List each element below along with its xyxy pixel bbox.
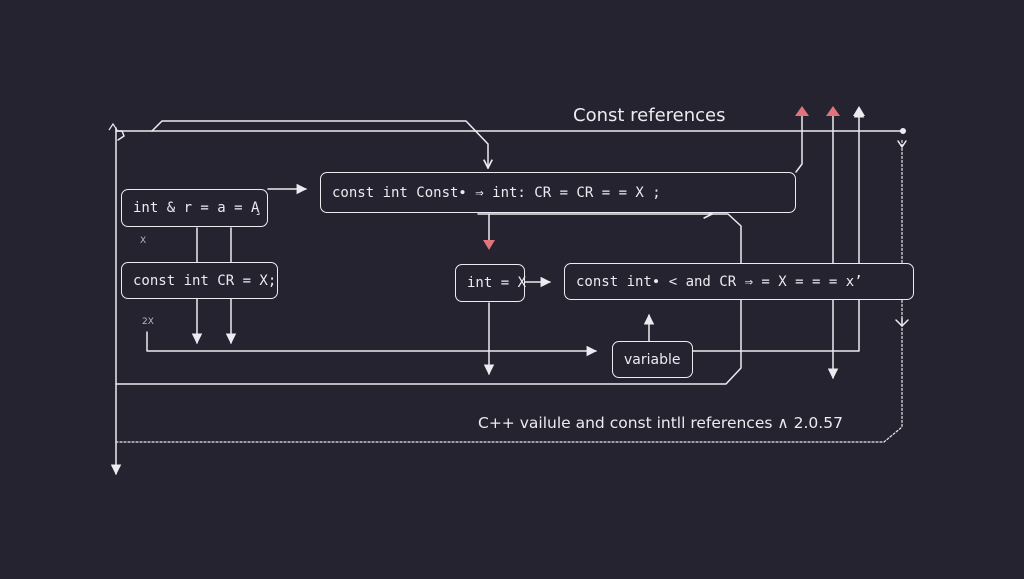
node-variable-label: variable [624,351,681,368]
annotation-2x: 2X [142,317,154,327]
top-right-node [899,127,907,135]
node-ref-decl: int & r = a = A̧ [121,189,268,227]
chevron-top-left [108,122,118,131]
plain-arrowhead-top [853,106,865,116]
accent-arrowhead-2 [826,106,840,116]
annotation-glyph-left: X [140,236,147,246]
left-bracket [115,130,125,141]
accent-arrowhead-1 [795,106,809,116]
node-ref-decl-label: int & r = a = A̧ [133,200,260,216]
top-route-to-chain [151,120,488,168]
node-int-x: int = X [455,264,527,302]
diagram-title: Const references [573,105,726,126]
route-chain-up-accent [795,107,803,173]
node-const-chain-label: const int Const∙ ⇒ int: CR = CR = = X ; [332,184,661,201]
node-const-chain: const int Const∙ ⇒ int: CR = CR = = X ; [320,172,796,213]
route-variable-right [692,106,865,352]
node-const-decl: const int CR = X; [121,262,278,299]
diagram-caption: C++ vailule and const intll references ∧… [478,414,843,432]
outer-bottom-line [115,139,903,443]
node-const-compare-label: const int∙ < and CR ⇒ = X = = = x’ [576,273,863,290]
accent-arrowhead-3 [483,240,495,250]
node-variable: variable [612,341,693,378]
top-right-chevron [897,140,907,148]
ticks-right-chevron [895,319,909,327]
node-const-compare: const int∙ < and CR ⇒ = X = = = x’ [564,263,914,300]
node-const-decl-label: const int CR = X; [133,272,277,289]
node-int-x-label: int = X [467,275,527,291]
route-to-variable [146,331,598,357]
